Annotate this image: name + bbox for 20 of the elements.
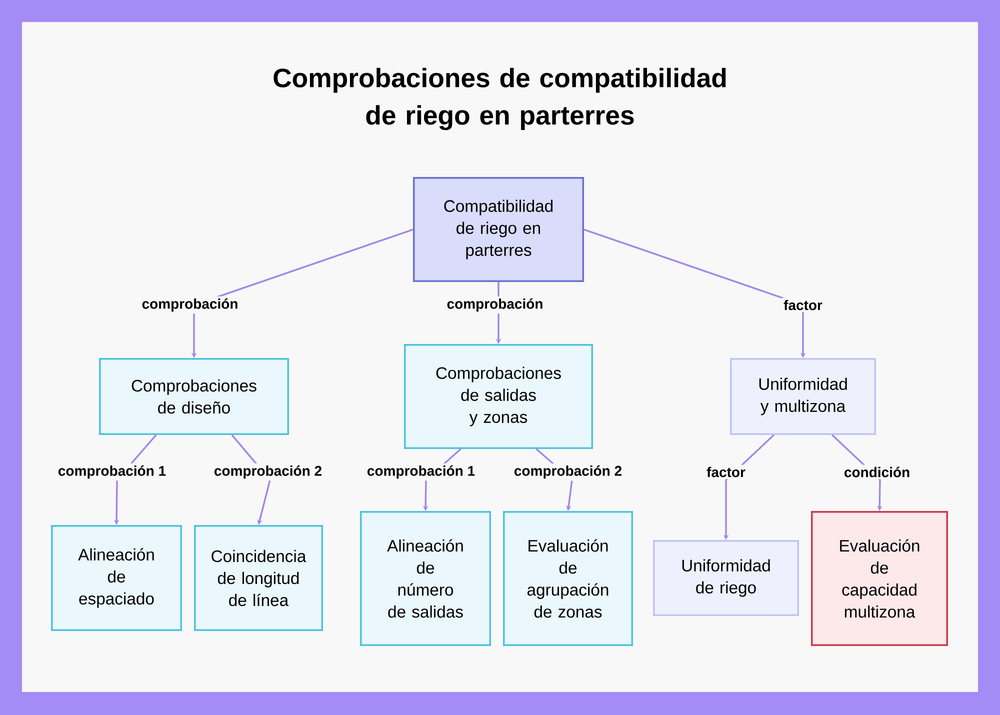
concept-box: Compatibilidad de riego en parterres [413, 177, 584, 282]
concept-box: Alineación de espaciado [51, 525, 182, 631]
edge-label: comprobación [140, 296, 240, 314]
edge-label: factor [704, 464, 748, 480]
concept-box: Uniformidad y multizona [730, 358, 876, 435]
concept-box: Evaluación de agrupación de zonas [503, 511, 633, 646]
edge-label: factor [782, 298, 824, 312]
concept-box: Coincidencia de longitud de línea [194, 525, 323, 631]
concept-box: Alineación de número de salidas [360, 511, 491, 646]
edge-label: comprobación [444, 296, 546, 314]
edge-label: comprobación 2 [212, 463, 324, 481]
concept-box: Comprobaciones de diseño [99, 358, 289, 435]
edge-label: condición [842, 464, 912, 480]
title: Comprobaciones de compatibilidad de riego en parterres [274, 68, 726, 130]
edge-label: comprobación 2 [512, 463, 624, 481]
concept-box: Evaluación de capacidad multizona [811, 511, 948, 646]
edge-label: comprobación 1 [56, 463, 168, 481]
concept-box: Uniformidad de riego [653, 540, 799, 616]
concept-box: Comprobaciones de salidas y zonas [404, 344, 593, 449]
edge-label: comprobación 1 [364, 463, 478, 481]
